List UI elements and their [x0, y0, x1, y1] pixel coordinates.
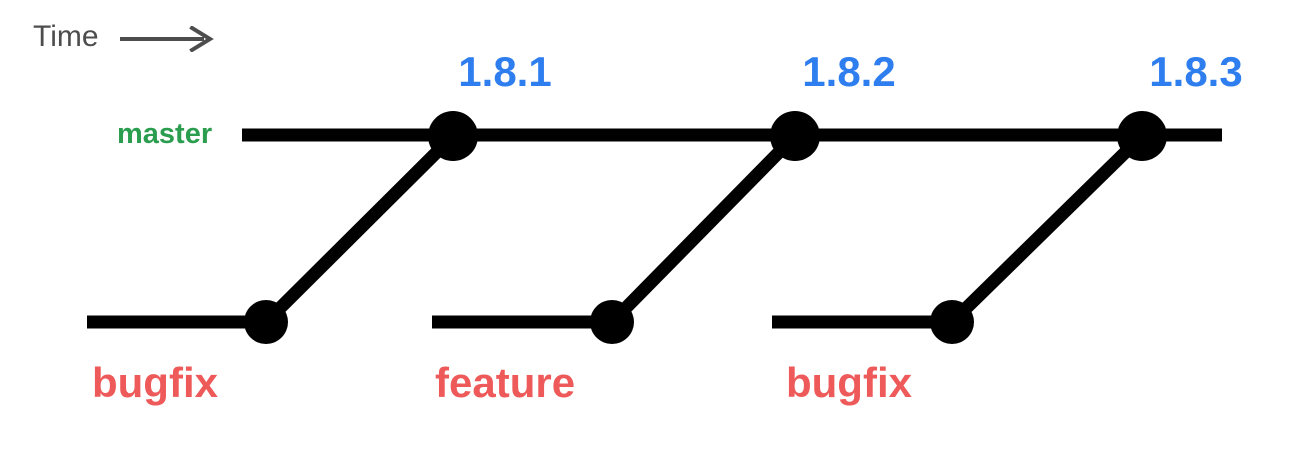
- feature-merge-line: [607, 131, 800, 327]
- bugfix-merge-line-2: [947, 131, 1147, 327]
- master-commit-node-1-8-2[interactable]: [770, 111, 820, 161]
- bugfix-branch-group-2: [772, 131, 1147, 329]
- version-tag-1-8-3: 1.8.3: [1149, 48, 1243, 95]
- version-tag-1-8-2: 1.8.2: [802, 48, 896, 95]
- branch-commit-nodes: [244, 300, 974, 344]
- branch-label-bugfix-2: bugfix: [786, 359, 912, 406]
- branch-commit-node-feature[interactable]: [590, 300, 634, 344]
- branch-label-feature: feature: [435, 359, 576, 406]
- master-commit-node-1-8-3[interactable]: [1117, 111, 1167, 161]
- branch-commit-node-bugfix-1[interactable]: [244, 300, 288, 344]
- right-arrow-icon: [120, 25, 216, 53]
- time-axis-label: Time: [33, 20, 99, 53]
- master-branch-label: master: [117, 118, 213, 150]
- branch-label-bugfix-1: bugfix: [92, 359, 218, 406]
- bugfix-branch-group-1: [87, 131, 458, 329]
- master-commit-nodes: [428, 111, 1167, 161]
- version-tag-1-8-1: 1.8.1: [458, 48, 552, 95]
- bugfix-merge-line-1: [261, 131, 458, 327]
- master-commit-node-1-8-1[interactable]: [428, 111, 478, 161]
- feature-branch-group: [432, 131, 800, 329]
- branch-commit-node-bugfix-2[interactable]: [930, 300, 974, 344]
